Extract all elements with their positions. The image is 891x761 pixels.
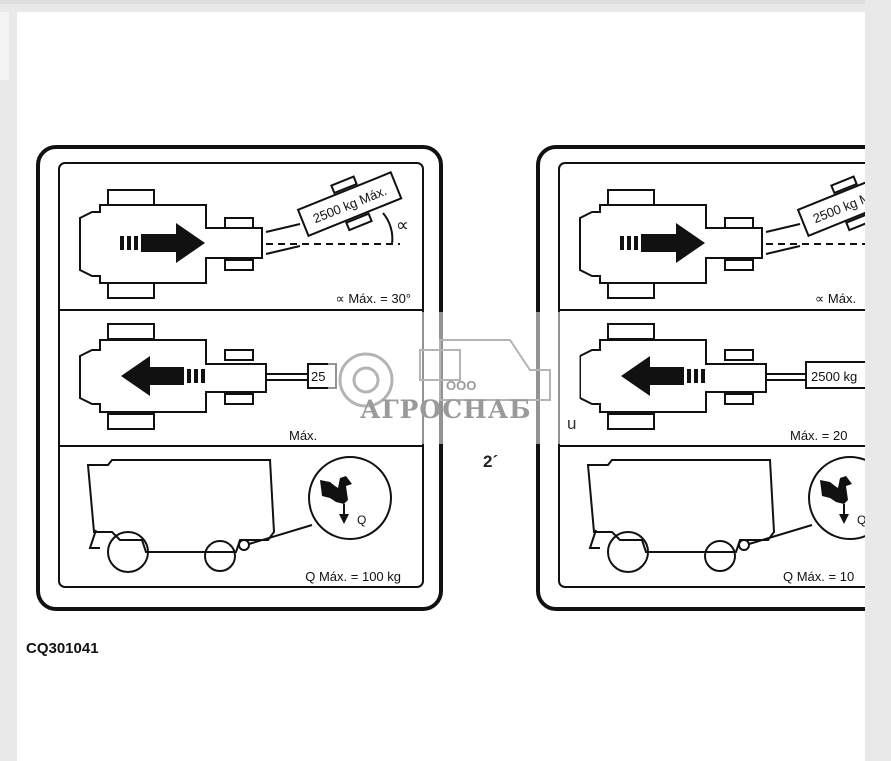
left-bottom-caption: Q Máx. = 100 kg xyxy=(305,569,401,584)
watermark-logo-icon xyxy=(338,339,551,408)
right-middle-load-label: 2500 kg xyxy=(811,369,857,384)
right-top-caption: ∝ Máx. xyxy=(815,291,856,306)
right-bottom-caption: Q Máx. = 10 xyxy=(783,569,854,584)
left-margin-strip xyxy=(0,12,9,80)
tractor-icon-forward-right xyxy=(579,189,801,299)
watermark-overlay xyxy=(328,312,580,444)
left-middle-caption: Máx. xyxy=(289,428,317,443)
tractor-icon-forward xyxy=(79,189,301,299)
combine-icon-right xyxy=(586,456,865,573)
right-q-symbol: Q xyxy=(857,513,866,527)
top-border xyxy=(0,0,891,4)
tractor-icon-reverse xyxy=(79,323,337,430)
combine-icon xyxy=(86,456,392,573)
stray-letter: u xyxy=(567,414,577,433)
tow-bar-top-right xyxy=(796,171,865,238)
stray-mark: 2´ xyxy=(483,452,499,471)
watermark-text: АГРОСНАБ xyxy=(360,395,532,424)
left-q-symbol: Q xyxy=(357,513,366,527)
tractor-icon-reverse-right xyxy=(579,323,865,430)
left-top-caption: ∝ Máx. = 30° xyxy=(335,291,411,306)
figure-code: CQ301041 xyxy=(26,640,99,657)
watermark-sub: ООО xyxy=(446,378,477,393)
right-middle-caption: Máx. = 20 xyxy=(790,428,847,443)
left-angle-symbol: ∝ xyxy=(396,215,409,235)
left-middle-load-label: 25 xyxy=(311,369,325,384)
tow-bar-top xyxy=(296,171,403,238)
